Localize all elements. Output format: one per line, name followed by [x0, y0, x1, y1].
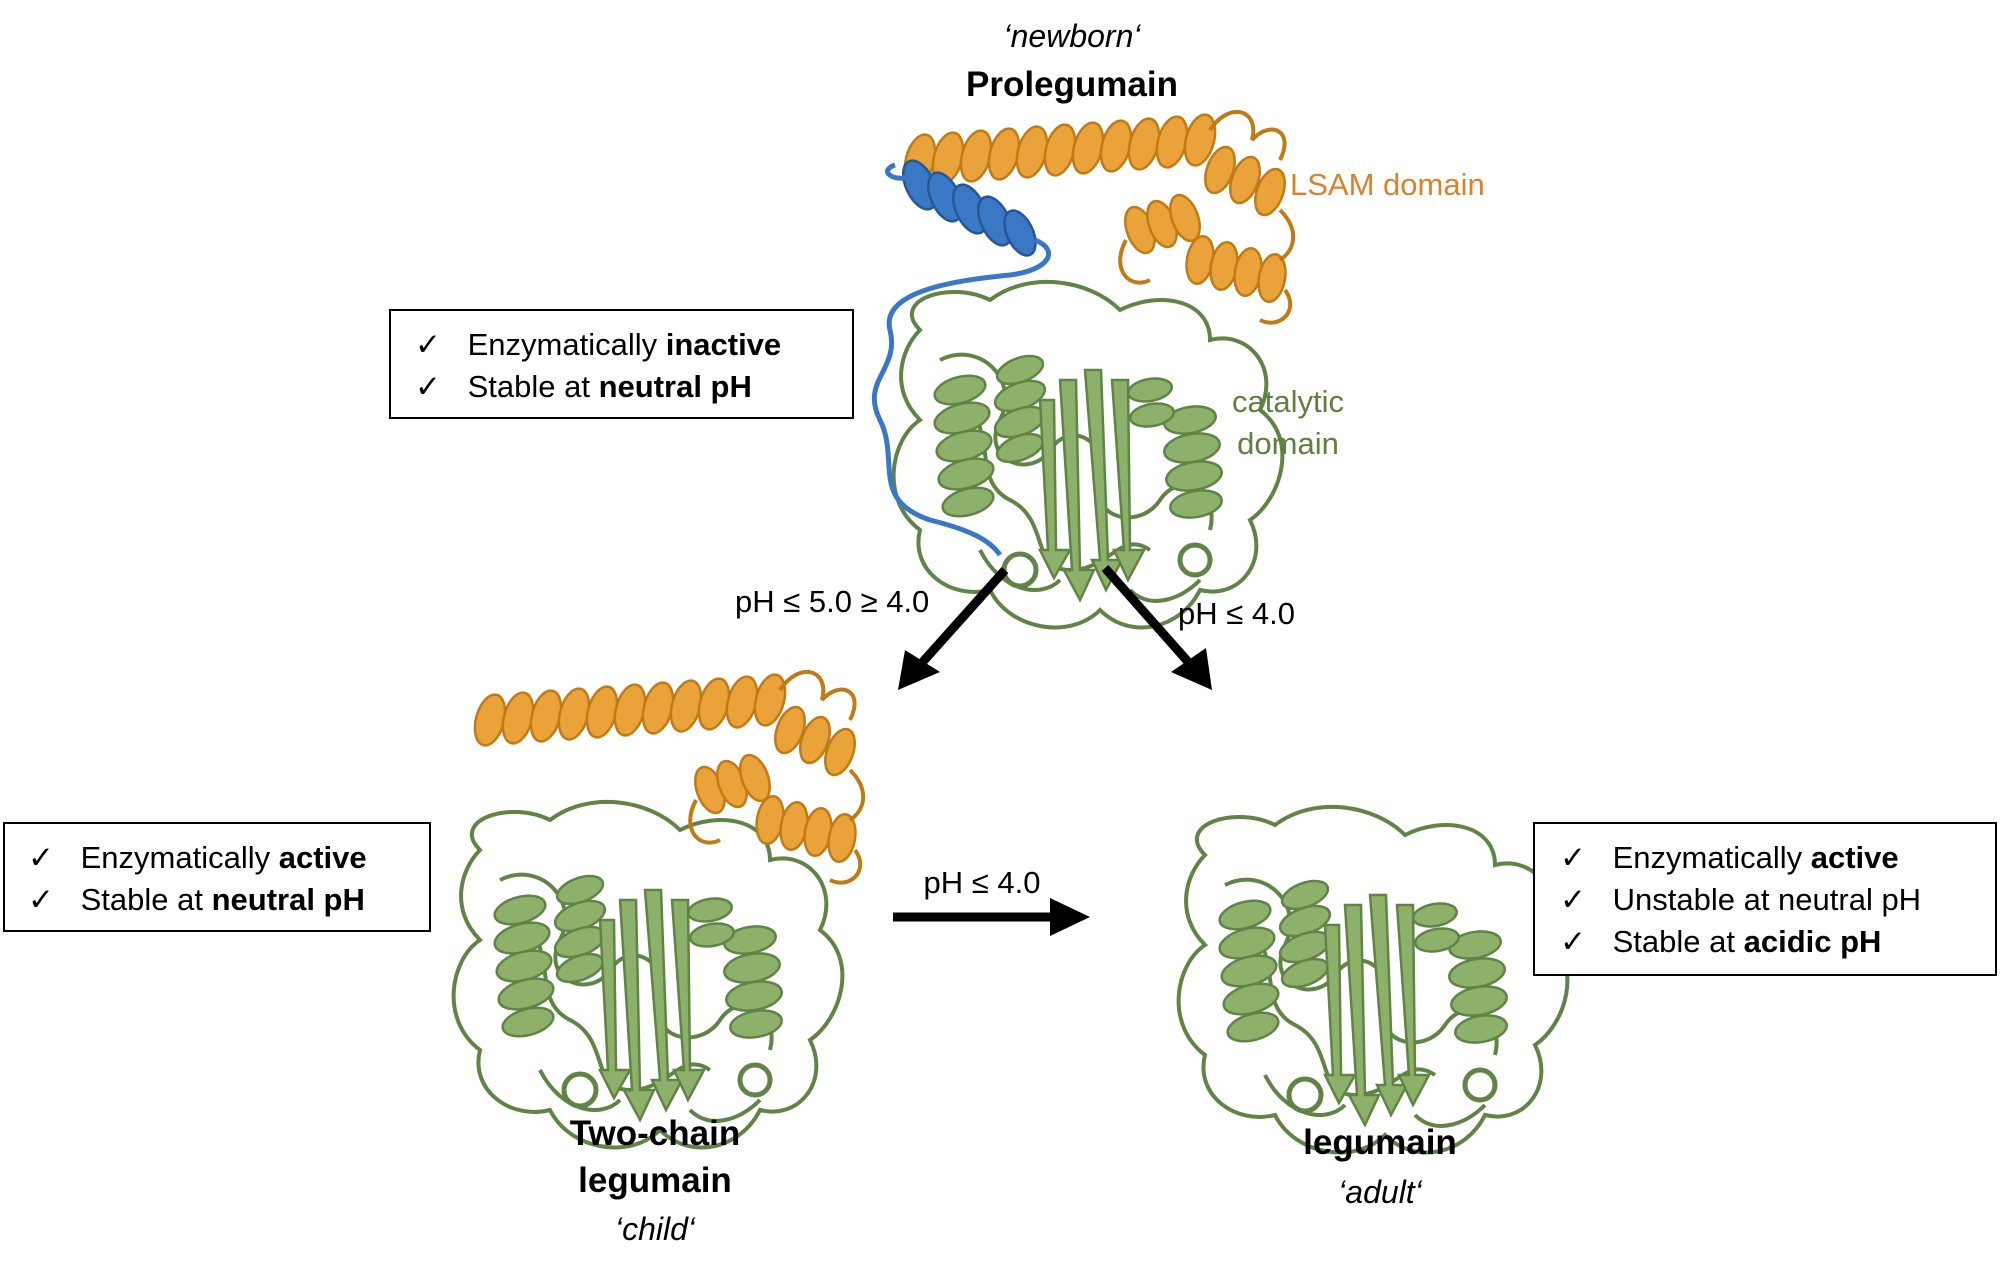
catalytic-domain-label-line1: catalytic [1232, 384, 1344, 419]
two-chain-title-line2: legumain [578, 1161, 732, 1200]
prolegumain-properties-box: ✓ Enzymatically inactive ✓ Stable at neu… [389, 309, 854, 419]
legumain-structure [1178, 806, 1568, 1153]
two-chain-structure [453, 671, 864, 1148]
prolegumain-nickname: ‘newborn‘ [1004, 18, 1142, 54]
arrow-two-chain-to-legumain [893, 898, 1090, 936]
two-chain-property-1: ✓ Enzymatically active [28, 840, 367, 875]
legumain-nickname: ‘adult‘ [1338, 1174, 1423, 1210]
two-chain-properties-box: ✓ Enzymatically active ✓ Stable at neutr… [3, 822, 431, 932]
two-chain-title-line1: Two-chain [570, 1114, 740, 1153]
prolegumain-title: Prolegumain [966, 65, 1178, 104]
prolegumain-catalytic-domain [893, 281, 1283, 628]
prolegumain-propeptide [871, 159, 1052, 557]
legumain-title: legumain [1303, 1123, 1457, 1162]
legumain-property-3: ✓ Stable at acidic pH [1560, 924, 1881, 959]
pro-to-two-chain-ph-label: pH ≤ 5.0 ≥ 4.0 [735, 584, 929, 619]
catalytic-domain-label-line2: domain [1237, 426, 1339, 461]
prolegumain-property-2: ✓ Stable at neutral pH [415, 369, 752, 404]
two-chain-nickname: ‘child‘ [615, 1211, 696, 1247]
legumain-catalytic-domain [1178, 806, 1568, 1153]
legumain-properties-box: ✓ Enzymatically active ✓ Unstable at neu… [1533, 822, 1997, 976]
legumain-property-2: ✓ Unstable at neutral pH [1560, 882, 1921, 917]
legumain-property-1: ✓ Enzymatically active [1560, 840, 1899, 875]
arrow-pro-to-two-chain [898, 566, 1009, 690]
two-chain-catalytic-domain [453, 801, 843, 1148]
lsam-domain-label: LSAM domain [1290, 167, 1485, 202]
pro-to-legumain-ph-label: pH ≤ 4.0 [1178, 596, 1295, 631]
arrow-pro-to-legumain [1101, 565, 1212, 690]
prolegumain-structure [871, 111, 1294, 628]
two-chain-to-legumain-ph-label: pH ≤ 4.0 [924, 865, 1041, 900]
two-chain-lsam-domain [469, 671, 864, 883]
prolegumain-property-1: ✓ Enzymatically inactive [415, 327, 781, 362]
two-chain-property-2: ✓ Stable at neutral pH [28, 882, 365, 917]
